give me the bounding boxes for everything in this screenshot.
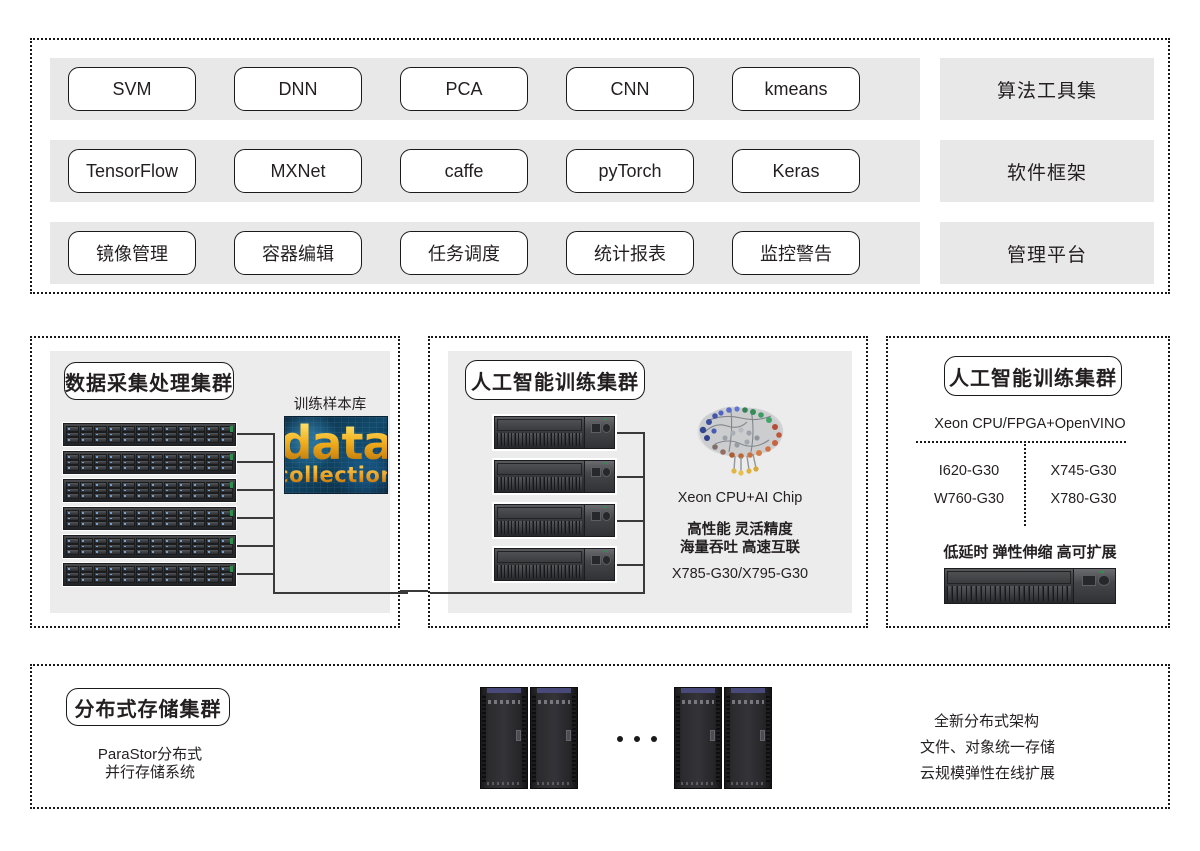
storage-subtitle-line-2: 并行存储系统 xyxy=(104,764,195,781)
stack-row-items: TensorFlow MXNet caffe pyTorch Keras xyxy=(50,140,920,202)
pill-caffe[interactable]: caffe xyxy=(400,149,528,193)
connector-line xyxy=(237,517,275,519)
stack-row-label-algorithms: 算法工具集 xyxy=(940,58,1154,120)
connector-line xyxy=(237,545,275,547)
cluster-title-storage: 分布式存储集群 xyxy=(66,688,230,726)
storage-feature-1: 全新分布式架构 xyxy=(934,713,1040,730)
storage-cabinet xyxy=(530,687,578,789)
rack-server xyxy=(62,450,237,475)
ai-server xyxy=(492,502,617,539)
connector-line-bridge xyxy=(400,590,428,592)
connector-line xyxy=(237,433,275,435)
software-stack-section: SVM DNN PCA CNN kmeans 算法工具集 TensorFlow … xyxy=(30,38,1170,294)
storage-feature-3: 云规模弹性在线扩展 xyxy=(920,765,1056,782)
storage-cabinet xyxy=(480,687,528,789)
pill-pca[interactable]: PCA xyxy=(400,67,528,111)
pill-container-editing[interactable]: 容器编辑 xyxy=(234,231,362,275)
data-collection-word-data: data xyxy=(285,420,387,466)
data-collection-image: data collection xyxy=(284,416,388,494)
pill-statistics-report[interactable]: 统计报表 xyxy=(566,231,694,275)
connector-line-out xyxy=(273,592,408,594)
pill-monitoring-alert[interactable]: 监控警告 xyxy=(732,231,860,275)
connector-line xyxy=(237,461,275,463)
connector-line xyxy=(237,489,275,491)
cluster-title-ai-training: 人工智能训练集群 xyxy=(465,360,645,400)
brain-icon xyxy=(697,406,784,476)
stack-row-algorithms: SVM DNN PCA CNN kmeans 算法工具集 xyxy=(50,58,1154,120)
connector-line xyxy=(617,520,645,522)
pill-svm[interactable]: SVM xyxy=(68,67,196,111)
ai-training-cluster-section: 人工智能训练集群 xyxy=(428,336,868,628)
model-line: X785-G30/X795-G30 xyxy=(671,566,809,582)
storage-feature-2: 文件、对象统一存储 xyxy=(920,739,1056,756)
model-i620: I620-G30 xyxy=(938,463,1000,479)
stack-row-items: SVM DNN PCA CNN kmeans xyxy=(50,58,920,120)
stack-row-label-management: 管理平台 xyxy=(940,222,1154,284)
rack-server xyxy=(62,562,237,587)
connector-line-in xyxy=(430,592,645,594)
pill-tensorflow[interactable]: TensorFlow xyxy=(68,149,196,193)
ai-server xyxy=(492,546,617,583)
model-w760: W760-G30 xyxy=(933,491,1005,507)
distributed-storage-section: 分布式存储集群 ParaStor分布式 并行存储系统 全新分布式架构 文件、对象… xyxy=(30,664,1170,809)
connector-line xyxy=(617,432,645,434)
model-x745: X745-G30 xyxy=(1050,463,1117,479)
connector-bus xyxy=(273,433,275,593)
ai-inference-cluster-section: 人工智能训练集群 Xeon CPU/FPGA+OpenVINO I620-G30… xyxy=(886,336,1170,628)
feature-line-1: 高性能 灵活精度 xyxy=(687,522,793,538)
storage-cabinet xyxy=(724,687,772,789)
divider-horizontal xyxy=(916,441,1126,443)
chip-label: Xeon CPU+AI Chip xyxy=(677,490,803,506)
stack-row-label-frameworks: 软件框架 xyxy=(940,140,1154,202)
stack-row-items: 镜像管理 容器编辑 任务调度 统计报表 监控警告 xyxy=(50,222,920,284)
sample-library-label: 训练样本库 xyxy=(293,397,367,413)
platform-label: Xeon CPU/FPGA+OpenVINO xyxy=(934,416,1126,432)
ai-server xyxy=(492,458,617,495)
pill-task-scheduling[interactable]: 任务调度 xyxy=(400,231,528,275)
ai-server xyxy=(492,414,617,451)
storage-cabinet xyxy=(674,687,722,789)
pill-dnn[interactable]: DNN xyxy=(234,67,362,111)
ai-server xyxy=(942,566,1118,606)
cluster-title-data-collection: 数据采集处理集群 xyxy=(64,362,234,400)
rack-server xyxy=(62,478,237,503)
connector-bus xyxy=(643,432,645,592)
connector-line xyxy=(237,573,275,575)
rack-server xyxy=(62,422,237,447)
pill-pytorch[interactable]: pyTorch xyxy=(566,149,694,193)
stack-row-management: 镜像管理 容器编辑 任务调度 统计报表 监控警告 管理平台 xyxy=(50,222,1154,284)
model-x780: X780-G30 xyxy=(1050,491,1117,507)
data-collection-cluster-section: 数据采集处理集群 训练样本库 data collection xyxy=(30,336,408,628)
rack-server xyxy=(62,506,237,531)
stack-row-frameworks: TensorFlow MXNet caffe pyTorch Keras 软件框… xyxy=(50,140,1154,202)
inference-features: 低延时 弹性伸缩 高可扩展 xyxy=(943,544,1117,561)
ellipsis-indicator xyxy=(617,736,657,742)
cluster-title-ai-inference: 人工智能训练集群 xyxy=(944,356,1122,396)
pill-image-management[interactable]: 镜像管理 xyxy=(68,231,196,275)
feature-line-2: 海量吞吐 高速互联 xyxy=(679,540,801,556)
connector-line xyxy=(617,564,645,566)
pill-cnn[interactable]: CNN xyxy=(566,67,694,111)
storage-subtitle-line-1: ParaStor分布式 xyxy=(97,746,203,763)
connector-line xyxy=(617,476,645,478)
pill-keras[interactable]: Keras xyxy=(732,149,860,193)
data-collection-word-collection: collection xyxy=(285,463,387,487)
pill-kmeans[interactable]: kmeans xyxy=(732,67,860,111)
divider-vertical xyxy=(1024,444,1026,526)
pill-mxnet[interactable]: MXNet xyxy=(234,149,362,193)
rack-server xyxy=(62,534,237,559)
